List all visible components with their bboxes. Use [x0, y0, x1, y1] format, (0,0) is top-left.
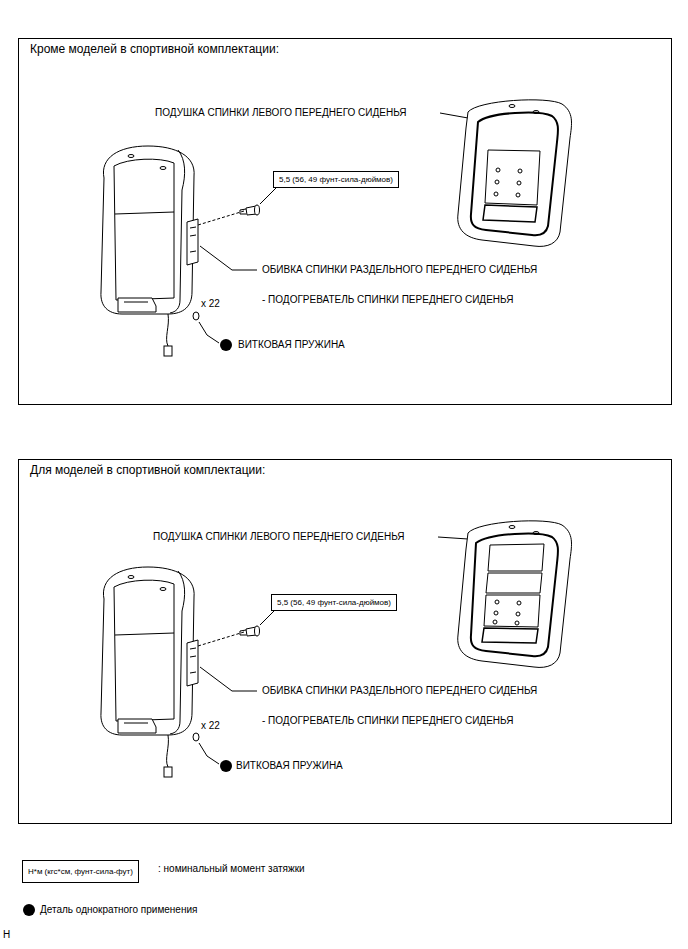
node-text: Для моделей в спортивной комплектации:: [30, 463, 265, 477]
node-text: 5,5 (56, 49 фунт-сила-дюймов): [277, 598, 391, 607]
part-name: ВИТКОВАЯ ПРУЖИНА: [236, 760, 343, 772]
quantity: x 22: [201, 298, 220, 310]
variant-panel: Кроме моделей в спортивной комплектации:…: [18, 38, 672, 405]
legend-text: : номинальный момент затяжки: [158, 863, 305, 875]
single-use-dot: [23, 904, 35, 916]
part-name: ПОДУШКА СПИНКИ ЛЕВОГО ПЕРЕДНЕГО СИДЕНЬЯ: [155, 107, 406, 119]
part-name: - ПОДОГРЕВАТЕЛЬ СПИНКИ ПЕРЕДНЕГО СИДЕНЬЯ: [262, 715, 513, 727]
variant-panel: Для моделей в спортивной комплектации: 5,…: [18, 459, 672, 824]
node-text: Кроме моделей в спортивной комплектации:: [30, 42, 279, 56]
legend-text: Деталь однократного применения: [40, 904, 197, 916]
part-name: ВИТКОВАЯ ПРУЖИНА: [238, 339, 345, 351]
quantity: x 22: [201, 720, 220, 732]
part-name: - ПОДОГРЕВАТЕЛЬ СПИНКИ ПЕРЕДНЕГО СИДЕНЬЯ: [262, 294, 513, 306]
part-name: ОБИВКА СПИНКИ РАЗДЕЛЬНОГО ПЕРЕДНЕГО СИДЕ…: [262, 264, 537, 276]
part-name: ПОДУШКА СПИНКИ ЛЕВОГО ПЕРЕДНЕГО СИДЕНЬЯ: [153, 531, 404, 543]
node-text: Н*м (кгс*см, фунт-сила-фут): [28, 867, 133, 876]
part-name: ОБИВКА СПИНКИ РАЗДЕЛЬНОГО ПЕРЕДНЕГО СИДЕ…: [262, 685, 537, 697]
page-mark: H: [3, 929, 10, 941]
node-text: 5,5 (56, 49 фунт-сила-дюймов): [279, 175, 393, 184]
legend-swatch-svg: [22, 903, 36, 917]
torque-box: 5,5 (56, 49 фунт-сила-дюймов): [273, 171, 399, 188]
torque-legend-box: Н*м (кгс*см, фунт-сила-фут): [22, 860, 139, 883]
torque-box: 5,5 (56, 49 фунт-сила-дюймов): [271, 594, 397, 611]
